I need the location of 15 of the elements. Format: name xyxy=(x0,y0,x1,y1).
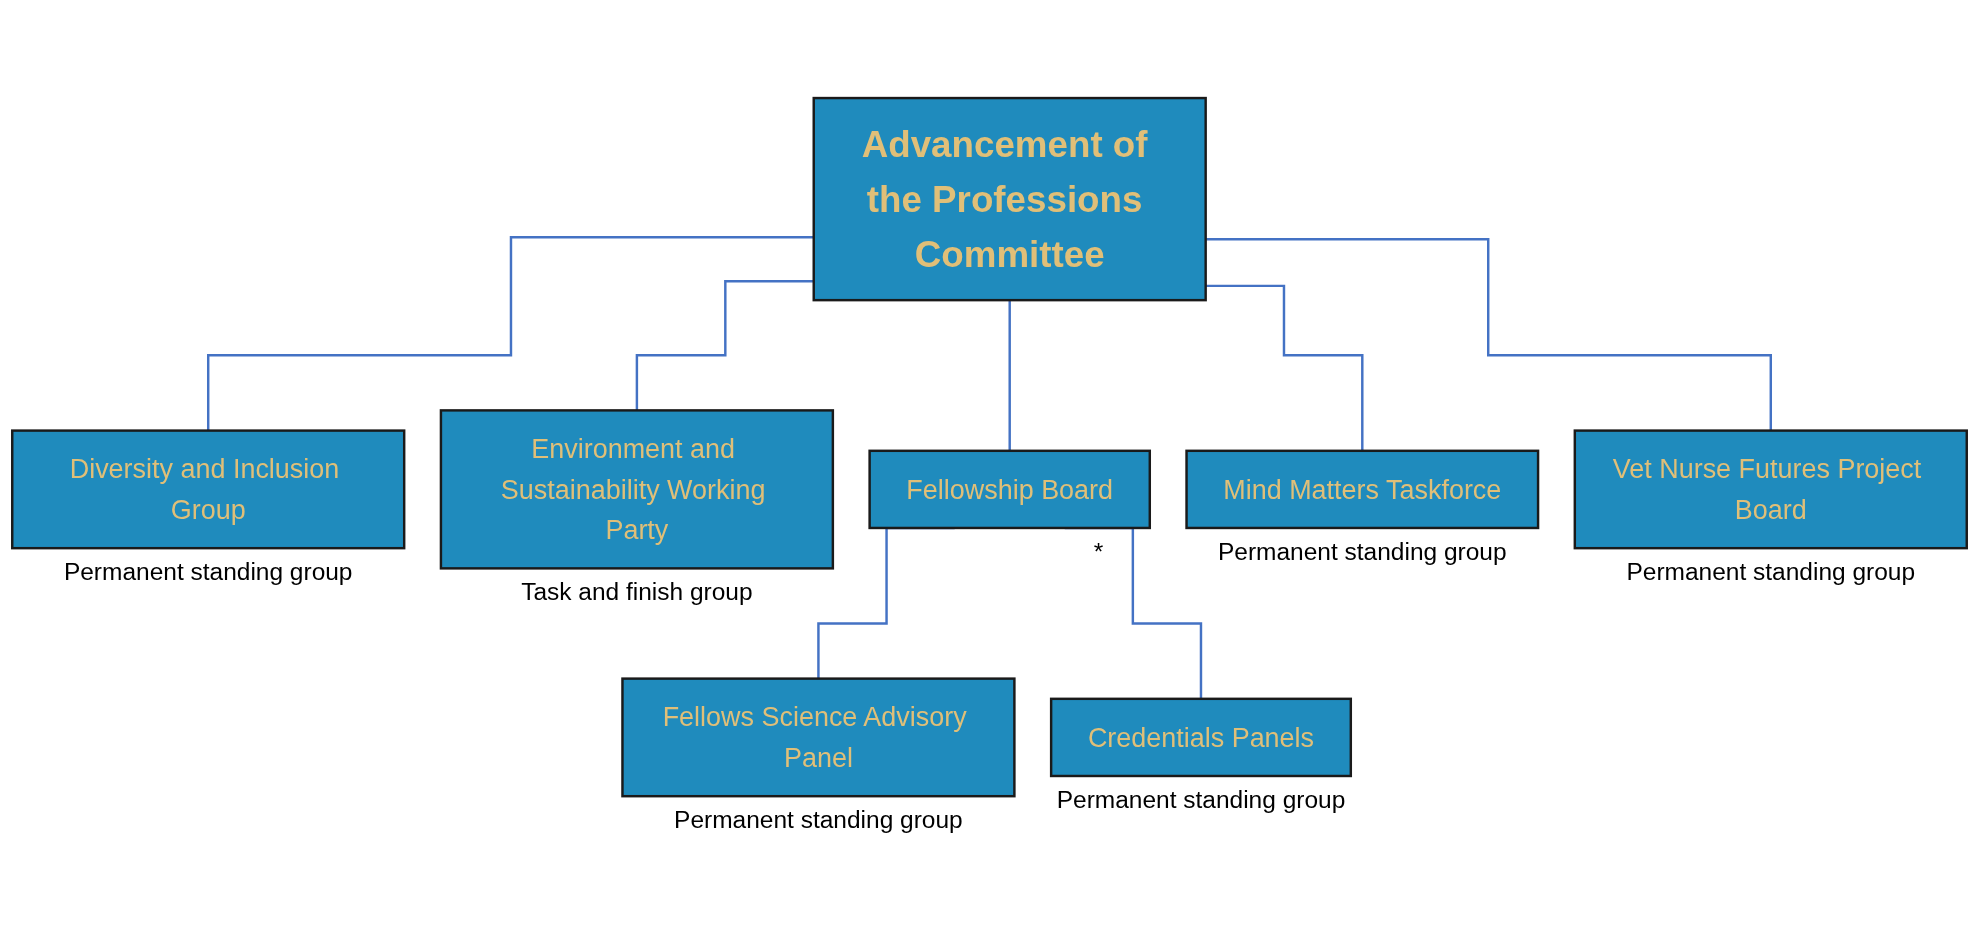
note-text: * xyxy=(1093,537,1104,565)
note-text: Permanent standing group xyxy=(674,806,963,834)
node-box: Vet Nurse Futures Project Board xyxy=(1573,429,1968,550)
node-box: Mind Matters Taskforce xyxy=(1185,449,1540,530)
node-box: Credentials Panels xyxy=(1049,697,1353,778)
note-text: Permanent standing group xyxy=(63,558,353,585)
note-text: Permanent standing group xyxy=(1626,558,1916,585)
note-text: Permanent standing group xyxy=(1056,785,1346,813)
node-box: Advancement of the Professions Committee xyxy=(812,96,1207,302)
node-box: Environment and Sustainability Working Party xyxy=(439,409,835,570)
node-box: Diversity and Inclusion Group xyxy=(11,429,406,550)
node-box: Fellowship Board xyxy=(868,449,1151,530)
note-text: Task and finish group xyxy=(521,578,753,606)
node-box: Fellows Science Advisory Panel xyxy=(621,677,1016,798)
note-text: Permanent standing group xyxy=(1218,537,1507,565)
